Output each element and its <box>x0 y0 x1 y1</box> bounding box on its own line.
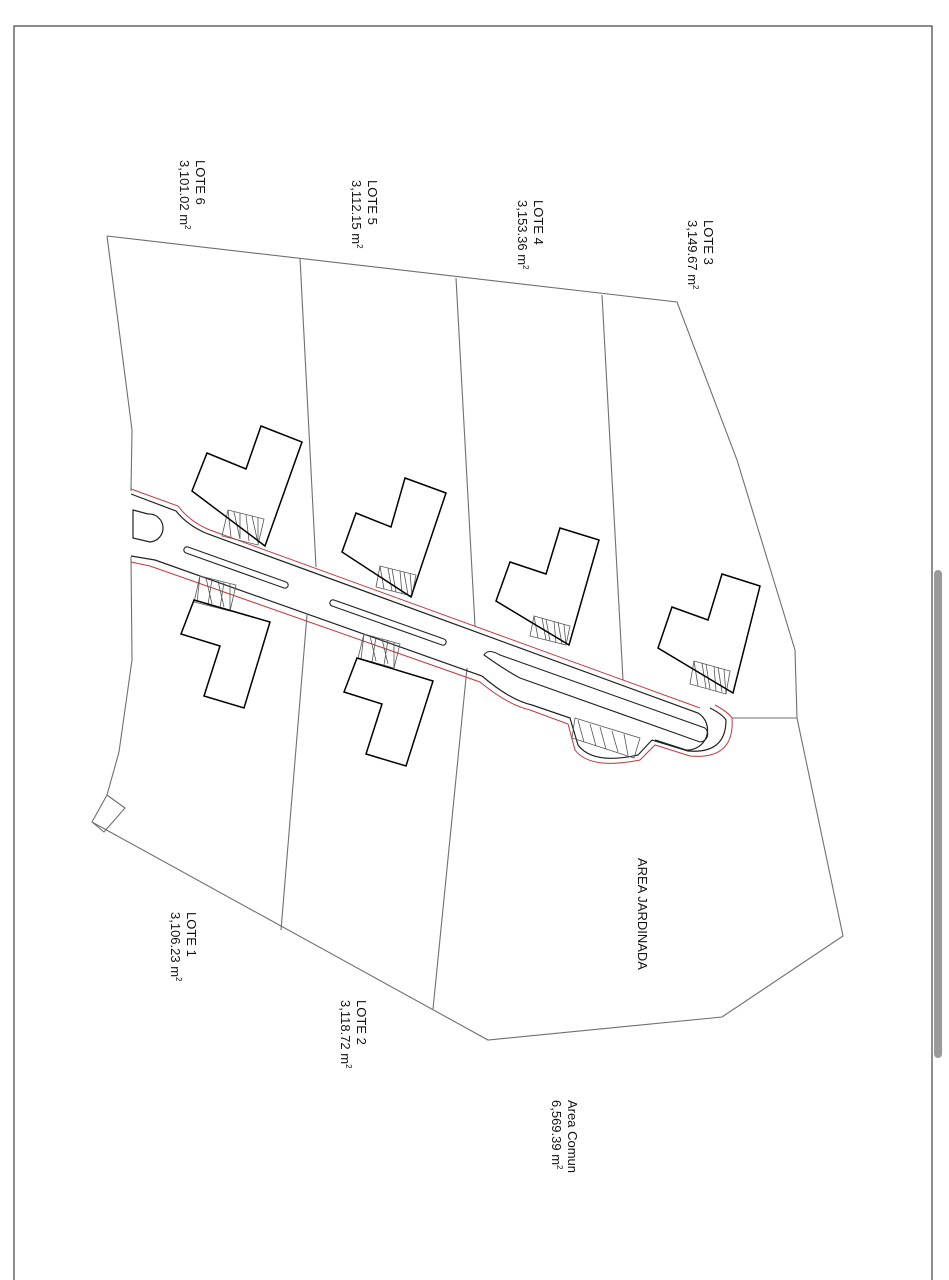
house-lot-4 <box>495 527 600 647</box>
house-lot-6 <box>191 425 303 548</box>
house-lot-5 <box>341 477 447 599</box>
sheet-frame <box>13 25 933 1280</box>
road-edge-south <box>130 555 727 759</box>
parking-lot-4 <box>529 615 571 646</box>
median-2 <box>329 599 447 646</box>
lot-3-label: LOTE 3 3,149.67 m2 <box>685 220 716 290</box>
common-area-name: Area Comun <box>565 1100 580 1173</box>
parking-common-area <box>571 717 641 759</box>
lot-1-label: LOTE 1 3,106.23 m2 <box>168 912 199 982</box>
parking-lot-5 <box>375 565 417 597</box>
lot-5-name: LOTE 5 <box>365 180 380 225</box>
cul-de-sac-west <box>132 509 164 543</box>
lot-2-name: LOTE 2 <box>354 1000 369 1045</box>
lot-4-3-divider <box>601 294 624 681</box>
lot-6-label: LOTE 6 3,101.02 m2 <box>177 160 208 230</box>
lot-4-label: LOTE 4 3,153.36 m2 <box>515 200 546 270</box>
lot-6-name: LOTE 6 <box>193 160 208 205</box>
house-lot-1 <box>180 599 271 709</box>
road-outer-edge-south <box>130 561 733 764</box>
common-area-size: 6,569.39 m2 <box>549 1100 564 1170</box>
lot-2-label: LOTE 2 3,118.72 m2 <box>338 1000 369 1069</box>
lot-boundaries <box>91 235 844 1041</box>
lot-1-name: LOTE 1 <box>184 912 199 957</box>
lot-4-area: 3,153.36 m2 <box>515 200 530 270</box>
lot-3-area: 3,149.67 m2 <box>685 220 700 290</box>
lot-5-area: 3,112.15 m2 <box>349 180 364 249</box>
parking-lot-3 <box>689 660 731 695</box>
lot-1-2-divider <box>280 614 308 931</box>
lot-6-5-divider <box>299 257 317 568</box>
parking-lot-2 <box>357 633 401 669</box>
entrance-marker <box>91 794 126 833</box>
road-outer-edge-north <box>130 488 701 709</box>
lot-2-area: 3,118.72 m2 <box>338 1000 353 1069</box>
garden-label: AREA JARDINADA <box>635 858 650 970</box>
road-edge-north <box>130 493 709 751</box>
lot-6-area: 3,101.02 m2 <box>177 160 192 230</box>
vertical-scrollbar[interactable] <box>934 570 942 1058</box>
lot-3-name: LOTE 3 <box>701 220 716 265</box>
house-lot-2 <box>343 657 434 767</box>
lot-5-4-divider <box>455 277 476 627</box>
lot-5-label: LOTE 5 3,112.15 m2 <box>349 180 380 249</box>
median-3 <box>483 650 709 743</box>
common-area-label: Area Comun 6,569.39 m2 <box>549 1100 580 1173</box>
lot-4-name: LOTE 4 <box>531 200 546 245</box>
property-outline <box>91 235 844 1041</box>
median-1 <box>183 546 289 589</box>
garden-area-name: AREA JARDINADA <box>635 858 650 970</box>
house-footprints <box>180 425 761 767</box>
lot-2-garden-divider <box>432 667 468 1010</box>
house-lot-3 <box>657 573 761 695</box>
access-road <box>130 488 733 764</box>
lot-1-area: 3,106.23 m2 <box>168 912 183 982</box>
